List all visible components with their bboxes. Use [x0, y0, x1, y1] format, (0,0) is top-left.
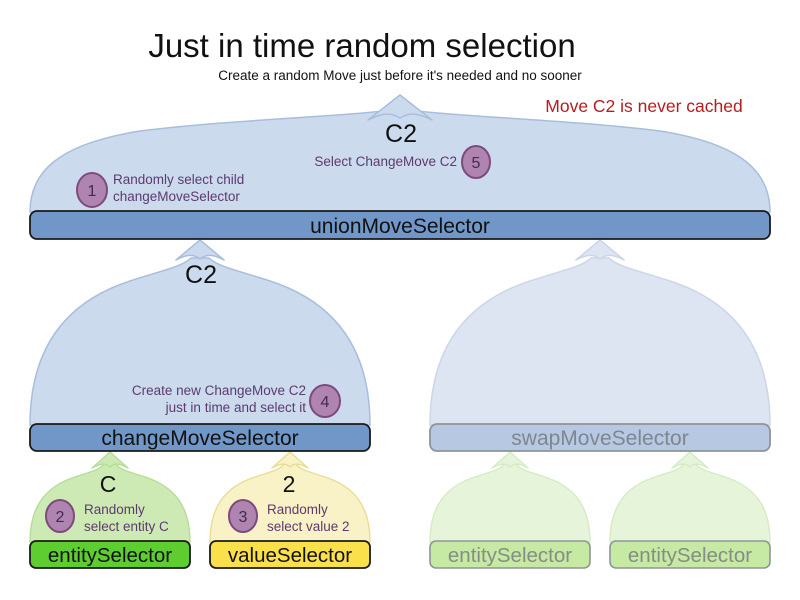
step-3-text-line1: Randomly — [267, 502, 328, 517]
move-c2-mid-label: C2 — [185, 261, 217, 289]
change-dome-arrow-icon — [175, 239, 225, 261]
page-title: Just in time random selection — [148, 27, 575, 64]
faded-entity-dome-1-shape — [429, 463, 591, 543]
faded-entity-selector-bar-2 — [609, 540, 771, 569]
value-selector-label: valueSelector — [228, 544, 352, 567]
union-dome-arrow-icon — [367, 94, 433, 121]
value-2-label: 2 — [283, 471, 296, 497]
faded-entity-selector-bar-1 — [429, 540, 591, 569]
faded-entity-dome-1-arrow-icon — [491, 451, 529, 469]
page-subtitle: Create a random Move just before it's ne… — [218, 68, 582, 83]
faded-entity-selector-label-1: entitySelector — [448, 544, 572, 567]
change-dome-shape — [29, 257, 371, 426]
move-c2-top-label: C2 — [385, 120, 417, 148]
step-4-text-line1: Create new ChangeMove C2 — [132, 383, 306, 398]
swap-selector-label: swapMoveSelector — [511, 427, 688, 450]
value-dome-arrow-icon — [271, 451, 309, 469]
entity-selector-label: entitySelector — [48, 544, 172, 567]
entity-dome-arrow-icon — [91, 451, 129, 469]
entity-selector-bar — [29, 540, 191, 569]
step-4-number: 4 — [321, 394, 330, 411]
change-selector-bar — [29, 423, 371, 452]
entity-c-label: C — [100, 471, 117, 497]
union-selector-label: unionMoveSelector — [310, 215, 490, 238]
value-selector-bar — [209, 540, 371, 569]
step-3-text-line2: select value 2 — [267, 519, 350, 534]
swap-dome-arrow-icon — [575, 239, 625, 261]
step-2-badge — [45, 499, 75, 533]
step-2-text-line1: Randomly — [84, 502, 145, 517]
union-selector-bar — [29, 210, 771, 240]
swap-dome-shape — [429, 257, 771, 426]
step-1-text-line2: changeMoveSelector — [113, 189, 240, 204]
step-5-text-line1: Select ChangeMove C2 — [314, 154, 457, 169]
step-5-badge — [461, 145, 491, 179]
faded-entity-dome-2-shape — [609, 463, 771, 543]
faded-entity-dome-2-arrow-icon — [671, 451, 709, 469]
change-selector-label: changeMoveSelector — [101, 427, 298, 450]
step-4-text-line2: just in time and select it — [165, 400, 307, 415]
cached-note: Move C2 is never cached — [545, 96, 742, 116]
step-5-number: 5 — [472, 155, 481, 172]
step-4-badge — [309, 384, 341, 418]
faded-entity-selector-label-2: entitySelector — [628, 544, 752, 567]
step-1-badge — [76, 172, 108, 208]
step-2-number: 2 — [56, 509, 65, 526]
step-1-number: 1 — [88, 183, 97, 200]
swap-selector-bar — [429, 423, 771, 452]
step-2-text-line2: select entity C — [84, 519, 169, 534]
step-3-badge — [228, 499, 258, 533]
step-1-text-line1: Randomly select child — [113, 172, 244, 187]
step-3-number: 3 — [239, 509, 248, 526]
